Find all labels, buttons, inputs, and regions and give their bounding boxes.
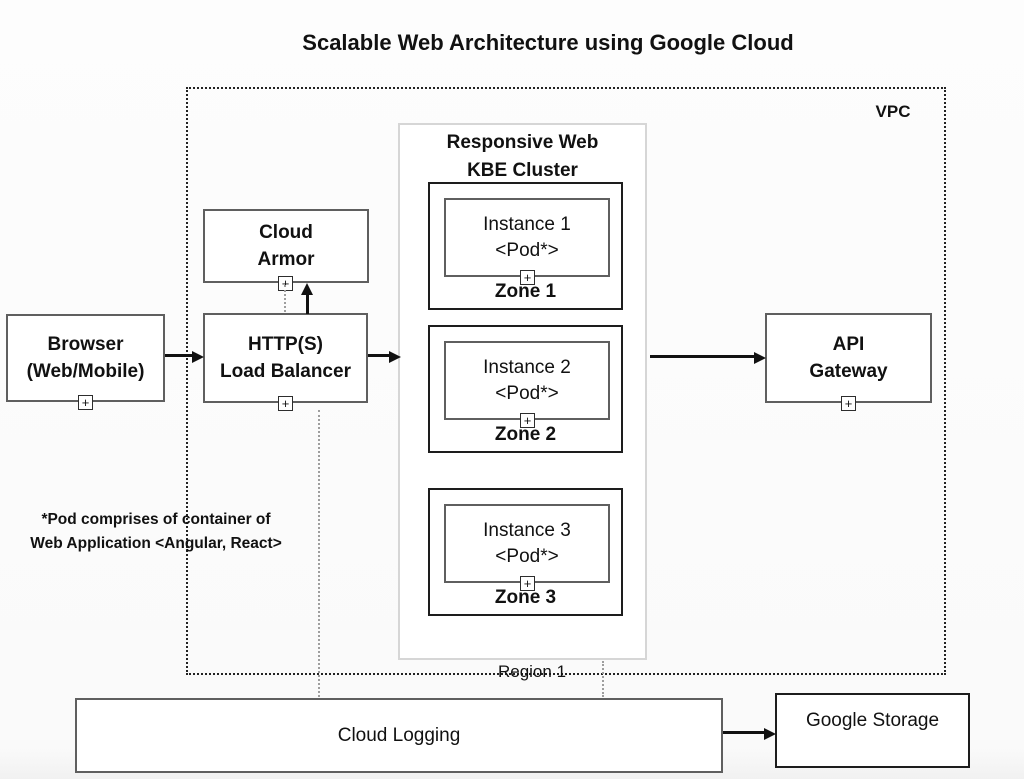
instance-3-box: Instance 3 <Pod*> — [444, 504, 610, 583]
load-balancer-label-line2: Load Balancer — [220, 361, 351, 382]
cloud-armor-label-line2: Armor — [257, 249, 315, 270]
dotted-connector-loadbalancer-to-cloudlogging — [318, 410, 320, 697]
collapse-icon[interactable]: + — [78, 395, 93, 410]
page-title: Scalable Web Architecture using Google C… — [302, 30, 794, 55]
arrow-browser-to-loadbalancer — [165, 354, 193, 357]
cluster-title-line1: Responsive Web — [446, 132, 599, 153]
arrowhead-loadbalancer-to-cluster — [389, 351, 401, 363]
google-storage-label: Google Storage — [805, 710, 940, 731]
instance-3-pod-label: <Pod*> — [495, 545, 559, 567]
instance-2-pod-label: <Pod*> — [495, 382, 559, 404]
api-gateway-label-line1: API — [832, 334, 865, 355]
cloud-armor-node: Cloud Armor — [203, 209, 369, 283]
zone-2-box: Instance 2 <Pod*> + Zone 2 — [428, 325, 623, 453]
arrow-loadbalancer-to-cluster — [368, 354, 390, 357]
arrow-cluster-to-apigateway — [650, 355, 755, 358]
arrowhead-browser-to-loadbalancer — [192, 351, 204, 363]
vpc-label: VPC — [875, 102, 911, 121]
load-balancer-node: HTTP(S) Load Balancer — [203, 313, 368, 403]
cloud-armor-label-line1: Cloud — [259, 222, 313, 243]
arrow-cloudlogging-to-googlestorage — [723, 731, 765, 734]
collapse-icon[interactable]: + — [520, 576, 535, 591]
zone-2-label: Zone 2 — [494, 424, 557, 445]
instance-1-box: Instance 1 <Pod*> — [444, 198, 610, 277]
zone-1-label: Zone 1 — [494, 281, 557, 302]
pod-note-line1: *Pod comprises of container of — [41, 511, 271, 528]
cloud-logging-label: Cloud Logging — [337, 725, 461, 746]
vpc-boundary — [186, 87, 946, 675]
cluster-title-line2: KBE Cluster — [467, 160, 578, 181]
arrowhead-cluster-to-apigateway — [754, 352, 766, 364]
collapse-icon[interactable]: + — [520, 413, 535, 428]
cloud-logging-node: Cloud Logging — [75, 698, 723, 773]
dotted-connector-cluster-to-cloudlogging — [602, 661, 604, 697]
instance-3-label: Instance 3 — [483, 519, 571, 541]
dotted-connector-cloudarmor-to-loadbalancer — [284, 285, 286, 312]
browser-node: Browser (Web/Mobile) — [6, 314, 165, 402]
instance-1-pod-label: <Pod*> — [495, 239, 559, 261]
arrow-loadbalancer-to-cloudarmor — [306, 294, 309, 314]
instance-2-label: Instance 2 — [483, 356, 571, 378]
api-gateway-node: API Gateway — [765, 313, 932, 403]
api-gateway-label-line2: Gateway — [809, 361, 888, 382]
load-balancer-label-line1: HTTP(S) — [248, 334, 323, 355]
collapse-icon[interactable]: + — [520, 270, 535, 285]
google-storage-node: Google Storage — [775, 693, 970, 768]
pod-note: *Pod comprises of container of Web Appli… — [0, 508, 312, 556]
instance-1-label: Instance 1 — [483, 213, 571, 235]
cluster-title: Responsive Web KBE Cluster — [400, 129, 645, 185]
collapse-icon[interactable]: + — [278, 396, 293, 411]
pod-note-line2: Web Application <Angular, React> — [30, 535, 282, 552]
arrowhead-cloudlogging-to-googlestorage — [764, 728, 776, 740]
zone-1-box: Instance 1 <Pod*> + Zone 1 — [428, 182, 623, 310]
collapse-icon[interactable]: + — [841, 396, 856, 411]
browser-label-line1: Browser — [47, 334, 124, 355]
zone-3-box: Instance 3 <Pod*> + Zone 3 — [428, 488, 623, 616]
instance-2-box: Instance 2 <Pod*> — [444, 341, 610, 420]
browser-label-line2: (Web/Mobile) — [26, 361, 145, 382]
zone-3-label: Zone 3 — [494, 587, 557, 608]
kbe-cluster-container: Responsive Web KBE Cluster Instance 1 <P… — [398, 123, 647, 660]
arrowhead-loadbalancer-to-cloudarmor — [301, 283, 313, 295]
region-label: Region 1 — [497, 662, 567, 681]
